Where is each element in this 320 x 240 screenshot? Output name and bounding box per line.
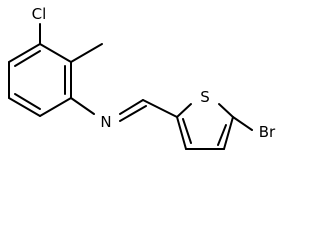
bond — [39, 43, 72, 63]
bond — [39, 97, 72, 117]
imine-double-bond — [119, 99, 144, 115]
bond — [182, 118, 192, 144]
bond — [14, 50, 41, 67]
benzene-ring — [8, 43, 72, 117]
bromine-label: Br — [259, 123, 276, 141]
bond — [176, 116, 187, 150]
nitrogen-label: N — [100, 113, 111, 131]
chemical-structure: Cl N S Br — [8, 5, 276, 150]
sulfur-label: S — [200, 88, 210, 106]
bond — [218, 103, 234, 118]
methine-thiophene-bond — [142, 99, 178, 118]
bond — [217, 124, 227, 146]
bond — [223, 116, 234, 150]
bond — [8, 43, 41, 63]
chlorine-label: Cl — [32, 5, 47, 23]
bond — [176, 103, 192, 118]
bond — [14, 93, 41, 110]
bond — [8, 97, 41, 117]
bromo-bond — [232, 116, 253, 131]
methyl-bond — [70, 43, 103, 63]
imine-double-bond — [119, 105, 147, 122]
aryl-nitrogen-bond — [70, 97, 95, 115]
thiophene-ring — [176, 103, 234, 150]
